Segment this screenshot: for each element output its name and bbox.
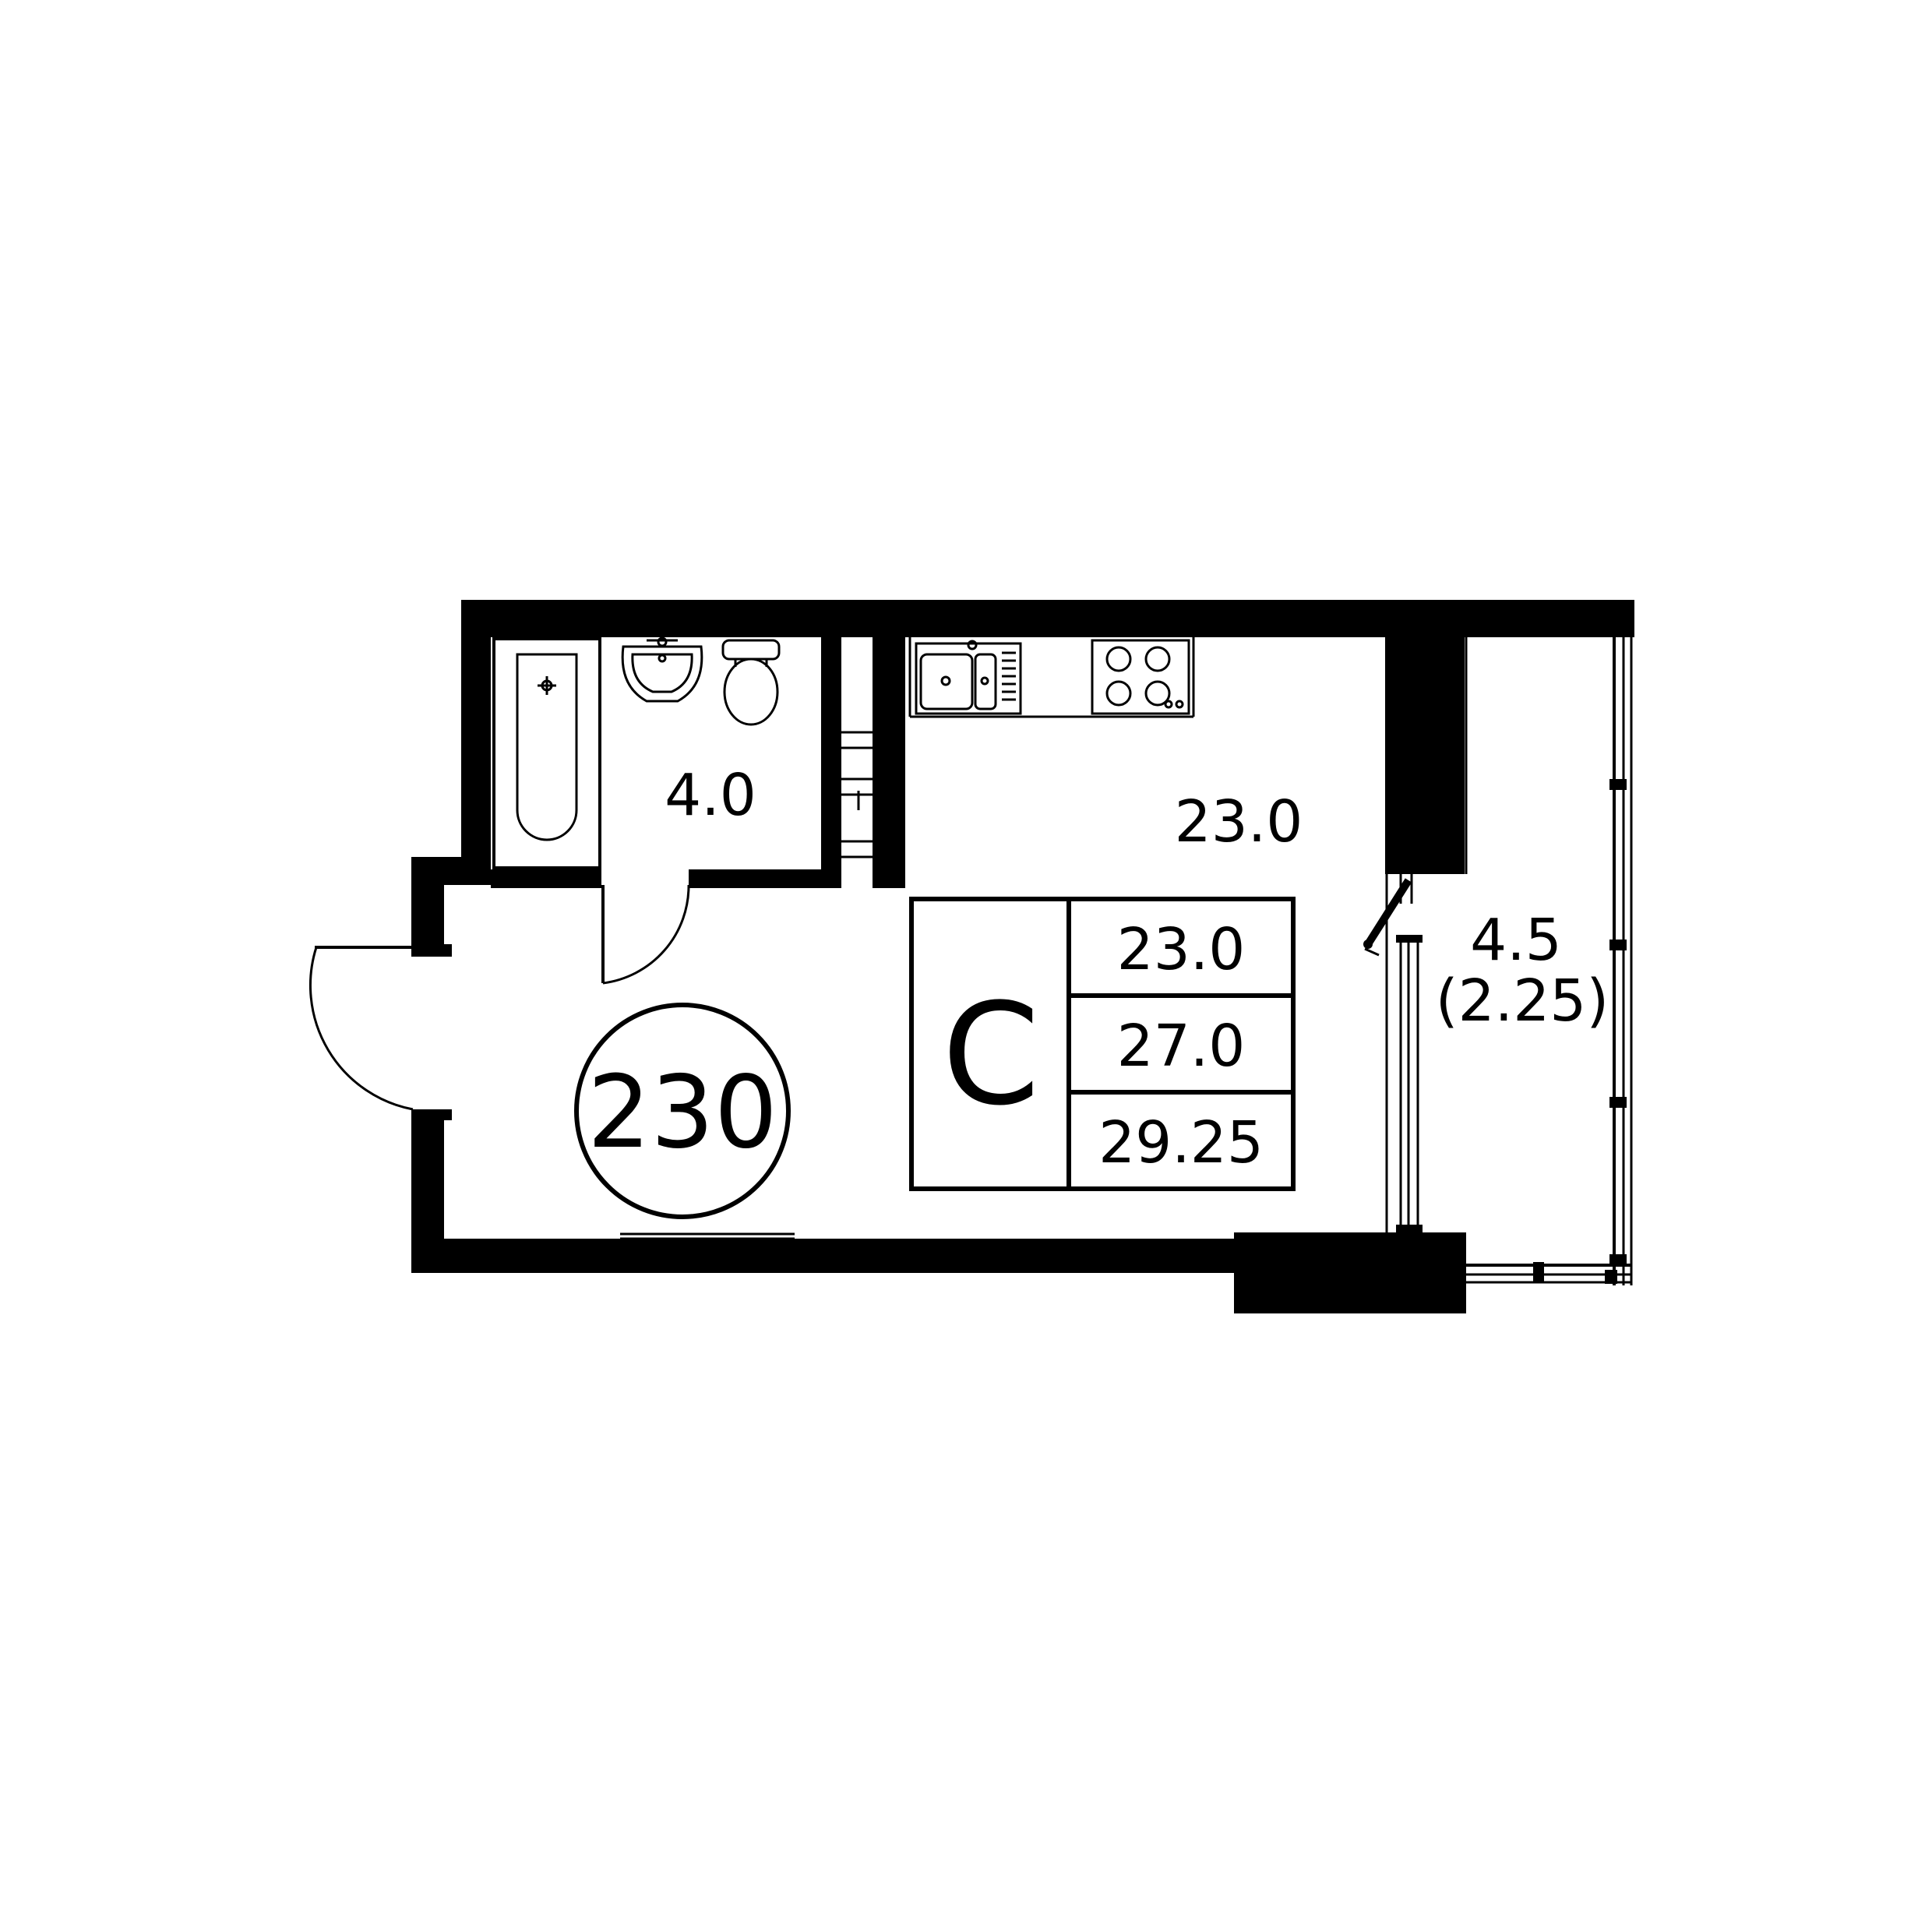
apartment-number: 230 — [587, 1055, 777, 1171]
cooktop — [1091, 639, 1190, 715]
bottom-right-pier — [1234, 1232, 1466, 1313]
bathroom-partition-left — [491, 869, 601, 888]
entrance-door — [308, 946, 414, 1111]
area-summary-table: С 23.0 27.0 29.25 — [909, 897, 1296, 1191]
summary-total-area: 27.0 — [1117, 1013, 1246, 1080]
balcony-area-reduced: (2.25) — [1436, 968, 1609, 1035]
apartment-type-letter: С — [942, 974, 1040, 1137]
balcony-area: 4.5 — [1470, 907, 1562, 974]
left-wall-upper — [411, 857, 444, 954]
entry-jamb-lower — [411, 1109, 452, 1120]
bathroom-right-wall — [821, 636, 841, 888]
bathroom-door — [601, 884, 690, 985]
summary-total-with-balcony: 29.25 — [1098, 1109, 1264, 1176]
apartment-number-badge: 230 — [574, 1003, 791, 1219]
window-bottom — [620, 1232, 795, 1240]
washbasin — [621, 636, 703, 703]
summary-living-area: 23.0 — [1117, 916, 1246, 983]
duct-shaft — [841, 731, 873, 858]
kitchen-pier — [1385, 636, 1465, 874]
kitchen-sink — [915, 640, 1022, 715]
shaft-right-wall — [873, 636, 905, 888]
bathroom-partition-right — [689, 869, 829, 888]
bathroom-area: 4.0 — [665, 762, 756, 829]
bathroom-left-wall — [461, 600, 491, 882]
balcony — [1363, 600, 1634, 1285]
top-wall — [461, 600, 1634, 637]
walls — [411, 600, 1634, 1313]
kitchen-counter — [908, 636, 1195, 718]
entry-jamb-upper — [411, 944, 452, 957]
living-area-label: 23.0 — [1175, 788, 1303, 855]
toilet — [721, 639, 781, 726]
bathtub — [492, 637, 601, 869]
